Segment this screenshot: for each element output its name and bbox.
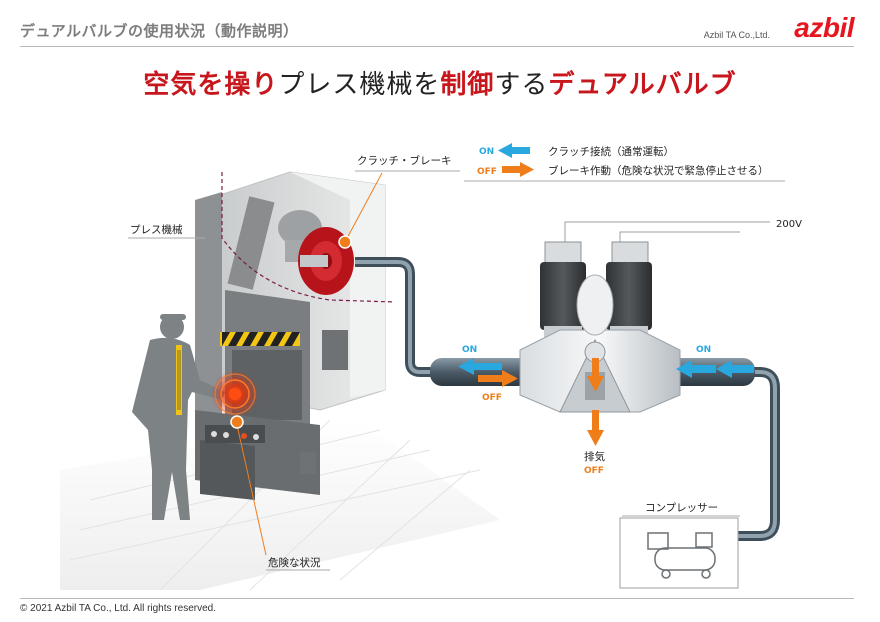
on-arrow-right <box>676 360 754 378</box>
label-danger: 危険な状況 <box>268 556 321 569</box>
legend-off-arrow <box>520 162 534 177</box>
footer-copyright: © 2021 Azbil TA Co., Ltd. All rights res… <box>20 603 216 614</box>
title-part-2: プレス機械を <box>278 70 441 100</box>
label-exhaust: 排気 <box>584 450 605 463</box>
legend-on-text: クラッチ接続（通常運転） <box>548 145 674 158</box>
legend-on-arrow <box>498 143 512 158</box>
header-title: デュアルバルブの使用状況（動作説明） <box>20 22 299 40</box>
legend-off-text: ブレーキ作動（危険な状況で緊急停止させる） <box>548 164 769 177</box>
press-machine <box>195 171 396 500</box>
title-part-5: デュアルバルブ <box>548 70 737 100</box>
label-voltage: 200V <box>776 219 802 230</box>
label-flow-on-left: ON <box>462 345 477 355</box>
label-press-machine: プレス機械 <box>130 223 183 236</box>
power-wiring <box>564 221 770 242</box>
legend-on-tag: ON <box>479 147 494 157</box>
legend-off-tag: OFF <box>477 167 497 177</box>
off-arrow-left <box>478 370 518 387</box>
label-exhaust-off: OFF <box>584 466 604 476</box>
title-part-4: する <box>494 70 549 100</box>
flow-arrows <box>458 358 754 446</box>
label-flow-on-right: ON <box>696 345 711 355</box>
company-name: Azbil TA Co.,Ltd. <box>703 30 770 40</box>
off-arrow-exhaust <box>587 358 604 446</box>
callout-lines <box>128 170 785 571</box>
compressor <box>619 517 739 589</box>
legend: ON クラッチ接続（通常運転） OFF ブレーキ作動（危険な状況で緊急停止させる… <box>477 143 769 177</box>
label-flow-off-left: OFF <box>482 393 502 403</box>
danger-glow <box>211 370 259 418</box>
footer-divider <box>20 598 854 599</box>
main-title: 空気を操りプレス機械を制御するデュアルバルブ <box>0 64 880 101</box>
on-arrow-left <box>458 358 502 375</box>
worker-silhouette <box>132 314 225 520</box>
dual-valve <box>519 241 681 413</box>
title-part-1: 空気を操り <box>143 70 279 100</box>
title-part-3: 制御 <box>440 70 495 100</box>
hazard-stripes <box>220 332 300 346</box>
label-compressor: コンプレッサー <box>645 502 718 514</box>
label-clutch-brake: クラッチ・ブレーキ <box>357 154 452 167</box>
azbil-logo: azbil <box>794 12 854 43</box>
header-divider <box>20 46 854 47</box>
